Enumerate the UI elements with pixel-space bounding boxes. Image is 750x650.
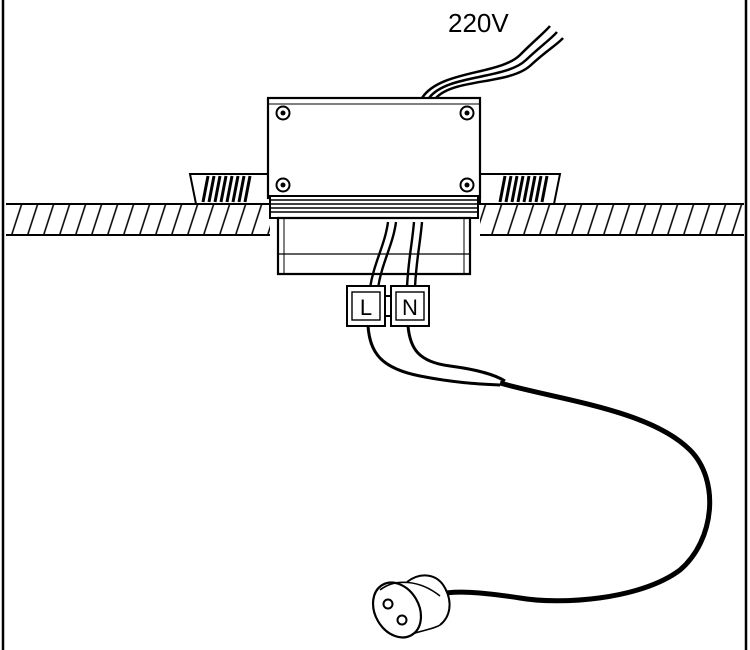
junction-box bbox=[266, 96, 482, 276]
terminal-block-icon bbox=[346, 285, 430, 327]
internal-wires bbox=[368, 221, 424, 289]
screw-icon bbox=[275, 105, 291, 121]
neutral-terminal-label: N bbox=[402, 295, 418, 320]
voltage-label: 220V bbox=[448, 8, 509, 38]
screw-icon bbox=[459, 177, 475, 193]
supply-cable bbox=[420, 25, 564, 99]
spring-clip-icon bbox=[188, 173, 271, 205]
gu10-socket-icon bbox=[371, 574, 451, 639]
live-terminal-label: L bbox=[360, 295, 372, 320]
lamp-cable bbox=[366, 325, 713, 604]
screw-icon bbox=[459, 105, 475, 121]
spring-clip-icon bbox=[479, 173, 562, 205]
screw-icon bbox=[275, 177, 291, 193]
